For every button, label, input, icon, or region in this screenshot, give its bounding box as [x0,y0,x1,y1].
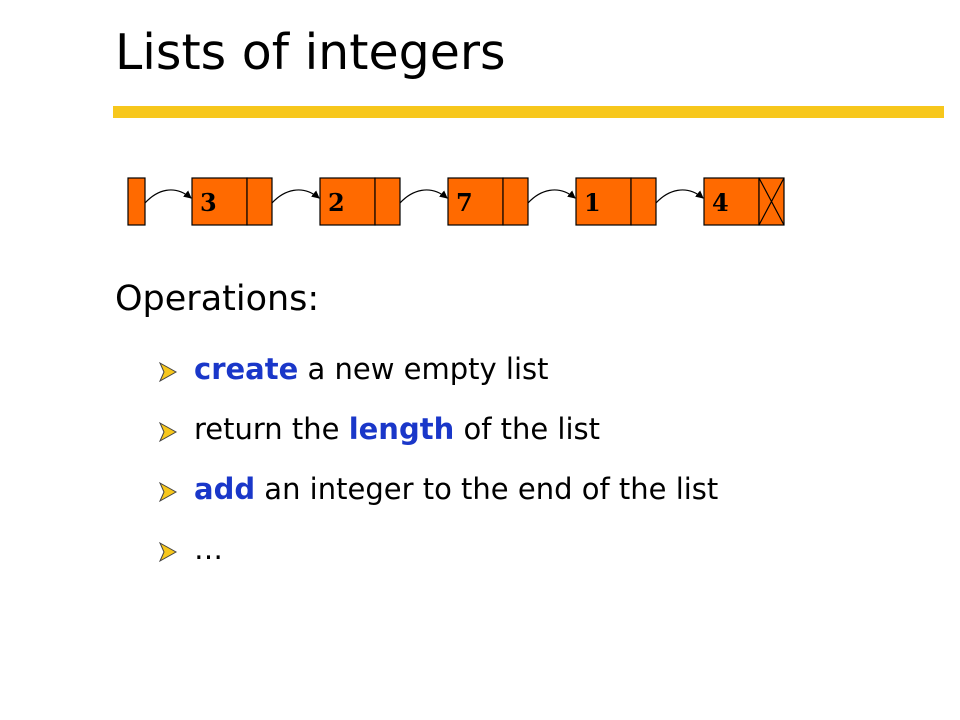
next-pointer-arrow [271,189,320,204]
list-node-data-cell [191,177,248,226]
null-cross-icon [758,177,785,226]
list-node-value: 1 [584,188,601,217]
operation-keyword: add [194,472,256,506]
arrowhead-bullet-icon [158,421,178,443]
operation-text: return the [194,412,349,446]
next-pointer-arrow [399,189,448,204]
operation-text: … [194,532,223,566]
list-node-pointer-cell [246,177,273,226]
operation-text: of the list [454,412,601,446]
operation-text: a new empty list [298,352,549,386]
next-pointer-arrow [655,189,704,204]
list-node-value: 2 [328,188,345,217]
arrowhead-bullet-icon [158,481,178,503]
operation-keyword: length [348,412,455,446]
list-node-data-cell [575,177,632,226]
list-node-value: 3 [200,188,217,217]
list-node-pointer-cell [374,177,401,226]
operation-keyword: create [194,352,299,386]
operation-text: an integer to the end of the list [255,472,719,506]
next-pointer-arrow [527,189,576,204]
list-node-pointer-cell [630,177,657,226]
list-node-data-cell [319,177,376,226]
next-pointer-arrow [144,189,192,204]
arrowhead-bullet-icon [158,541,178,563]
list-node-pointer-cell [502,177,529,226]
list-node-value: 4 [712,188,729,217]
arrowhead-bullet-icon [158,361,178,383]
list-node-value: 7 [456,188,473,217]
slide-title: Lists of integers [115,24,506,81]
operations-heading: Operations: [115,279,320,319]
title-underline [113,106,944,118]
list-node-data-cell [447,177,504,226]
head-pointer-cell [127,177,146,226]
